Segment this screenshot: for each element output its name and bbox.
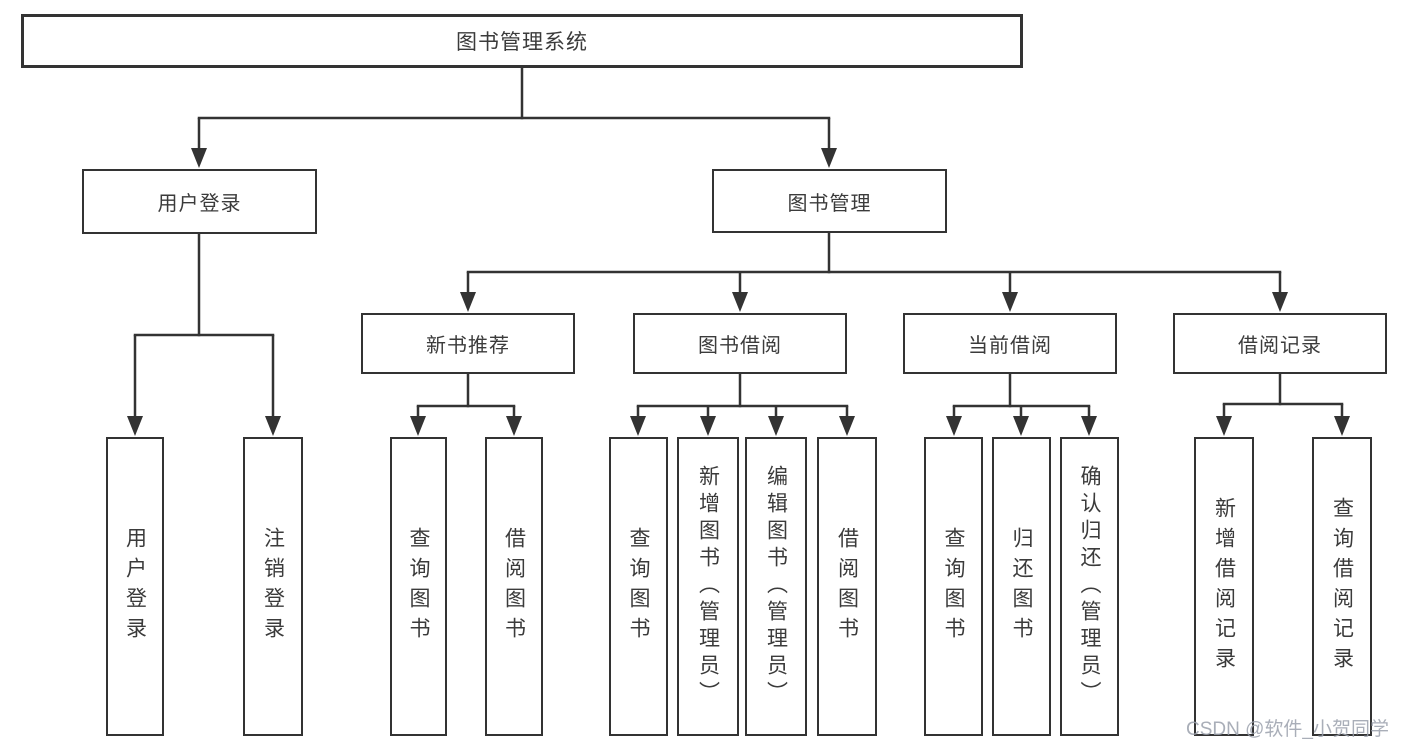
leaf-label: 查询图书 [942, 526, 965, 647]
node-new-book-recommend: 新书推荐 [361, 313, 575, 374]
node-book-management: 图书管理 [712, 169, 947, 233]
leaf-label: 新增借阅记录 [1212, 496, 1236, 677]
leaf-query-books-current: 查询图书 [924, 437, 983, 736]
leaf-edit-books-admin: 编辑图书（管理员） [745, 437, 807, 736]
leaf-add-books-admin: 新增图书（管理员） [677, 437, 739, 736]
leaf-query-borrow-record: 查询借阅记录 [1312, 437, 1372, 736]
csdn-watermark: CSDN @软件_小贺同学 [1186, 719, 1389, 740]
leaf-add-borrow-record: 新增借阅记录 [1194, 437, 1254, 736]
leaf-label: 编辑图书（管理员） [764, 465, 788, 708]
leaf-logout-login: 注销登录 [243, 437, 303, 736]
leaf-label: 确认归还（管理员） [1078, 465, 1101, 708]
leaf-query-books-borrowing: 查询图书 [609, 437, 668, 736]
leaf-borrow-books-recommend: 借阅图书 [485, 437, 543, 736]
leaf-label: 归还图书 [1010, 526, 1033, 647]
leaf-label: 用户登录 [123, 526, 147, 647]
leaf-confirm-return-admin: 确认归还（管理员） [1060, 437, 1119, 736]
leaf-label: 查询图书 [627, 526, 650, 647]
leaf-label: 注销登录 [261, 526, 285, 647]
leaf-label: 新增图书（管理员） [696, 465, 720, 708]
leaf-return-books: 归还图书 [992, 437, 1051, 736]
leaf-user-login: 用户登录 [106, 437, 164, 736]
leaf-label: 查询图书 [407, 526, 430, 647]
leaf-label: 查询借阅记录 [1330, 496, 1354, 677]
node-borrowing-records: 借阅记录 [1173, 313, 1387, 374]
leaf-label: 借阅图书 [502, 526, 526, 647]
node-root: 图书管理系统 [21, 14, 1023, 68]
leaf-query-books-recommend: 查询图书 [390, 437, 447, 736]
node-user-login: 用户登录 [82, 169, 317, 234]
leaf-label: 借阅图书 [835, 526, 859, 647]
node-book-borrowing: 图书借阅 [633, 313, 847, 374]
leaf-borrow-books: 借阅图书 [817, 437, 877, 736]
node-current-borrowing: 当前借阅 [903, 313, 1117, 374]
